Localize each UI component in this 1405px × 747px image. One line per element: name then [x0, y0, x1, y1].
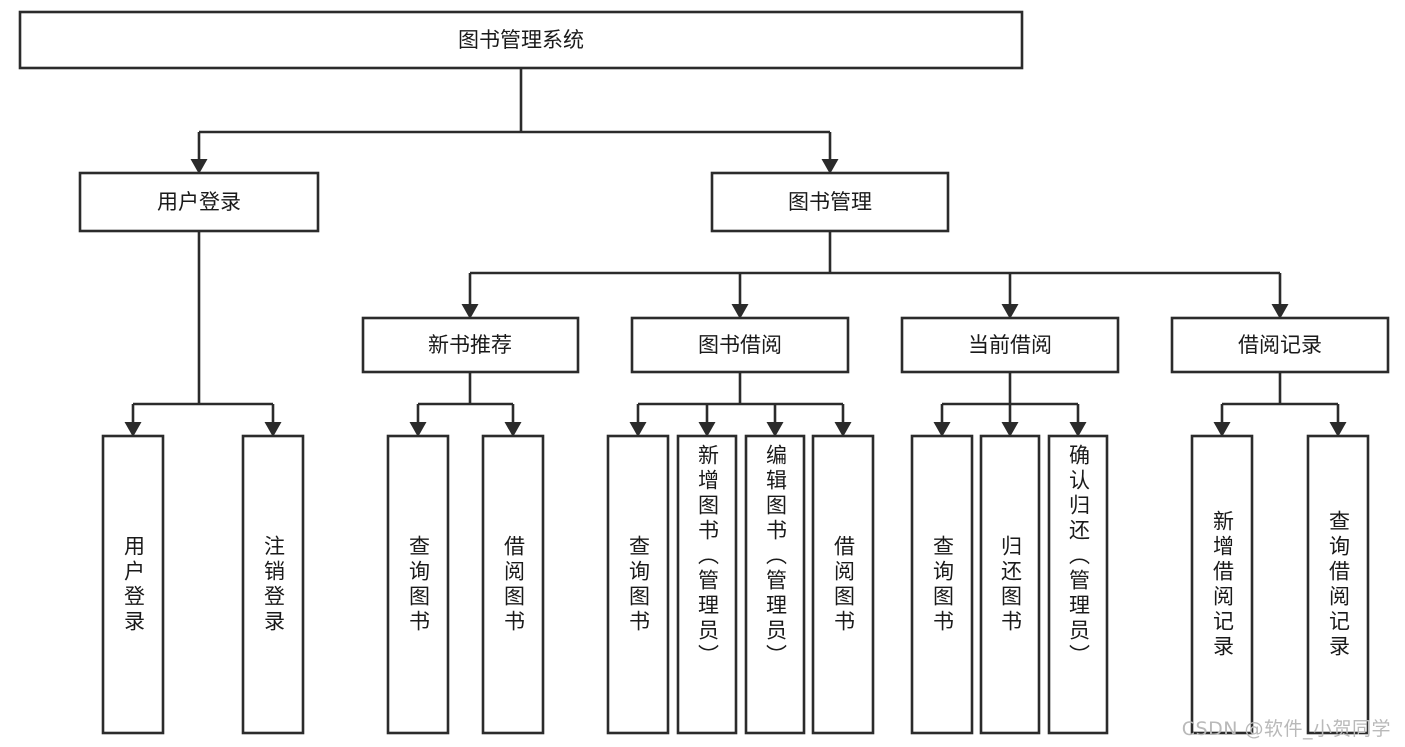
node-root-book-management-system[interactable]: 图书管理系统: [18, 10, 1024, 70]
connector-group-borrow-record: [1213, 372, 1347, 437]
node-current-borrow[interactable]: 当前借阅: [900, 316, 1120, 374]
node-new-book-recommend[interactable]: 新书推荐: [361, 316, 580, 374]
leaf-box-book-borrow-3[interactable]: [744, 434, 806, 735]
leaf-box-current-borrow-3[interactable]: [1047, 434, 1109, 735]
leaf-box-borrow-record-2[interactable]: [1306, 434, 1370, 735]
node-root-label: 图书管理系统: [458, 28, 584, 52]
node-new-book-recommend-box[interactable]: [361, 316, 580, 374]
node-borrow-record-box[interactable]: [1170, 316, 1390, 374]
node-current-borrow-box[interactable]: [900, 316, 1120, 374]
node-book-management-box[interactable]: [710, 171, 950, 233]
leaf-box-user-login-1[interactable]: [101, 434, 165, 735]
node-book-borrow[interactable]: 图书借阅: [630, 316, 850, 374]
node-borrow-record-label: 借阅记录: [1238, 333, 1322, 357]
node-new-book-recommend-label: 新书推荐: [428, 333, 512, 357]
connector-group-book-borrow: [629, 372, 852, 437]
leaf-box-book-borrow-1[interactable]: [606, 434, 670, 735]
connector-group-book-mgmt: [461, 231, 1289, 319]
leaf-box-user-login-2[interactable]: [241, 434, 305, 735]
leaf-box-book-borrow-2[interactable]: [676, 434, 738, 735]
node-borrow-record[interactable]: 借阅记录: [1170, 316, 1390, 374]
node-user-login-label: 用户登录: [157, 190, 241, 214]
node-current-borrow-label: 当前借阅: [968, 333, 1052, 357]
node-root-box[interactable]: [18, 10, 1024, 70]
connector-group-new-book: [409, 372, 522, 437]
node-book-borrow-label: 图书借阅: [698, 333, 782, 357]
leaf-box-book-borrow-4[interactable]: [811, 434, 875, 735]
node-book-borrow-box[interactable]: [630, 316, 850, 374]
leaf-box-current-borrow-1[interactable]: [910, 434, 974, 735]
leaf-box-new-book-2[interactable]: [481, 434, 545, 735]
node-user-login-box[interactable]: [78, 171, 320, 233]
node-book-management-label: 图书管理: [788, 190, 872, 214]
connector-group-user-login: [124, 231, 282, 437]
connector-group-current-borrow: [933, 372, 1087, 437]
csdn-watermark: CSDN @软件_小贺同学: [1181, 718, 1391, 740]
node-user-login[interactable]: 用户登录: [78, 171, 320, 233]
node-book-management[interactable]: 图书管理: [710, 171, 950, 233]
leaf-box-new-book-1[interactable]: [386, 434, 450, 735]
leaf-box-current-borrow-2[interactable]: [979, 434, 1041, 735]
leaf-box-borrow-record-1[interactable]: [1190, 434, 1254, 735]
connector-group-root: [190, 68, 839, 174]
